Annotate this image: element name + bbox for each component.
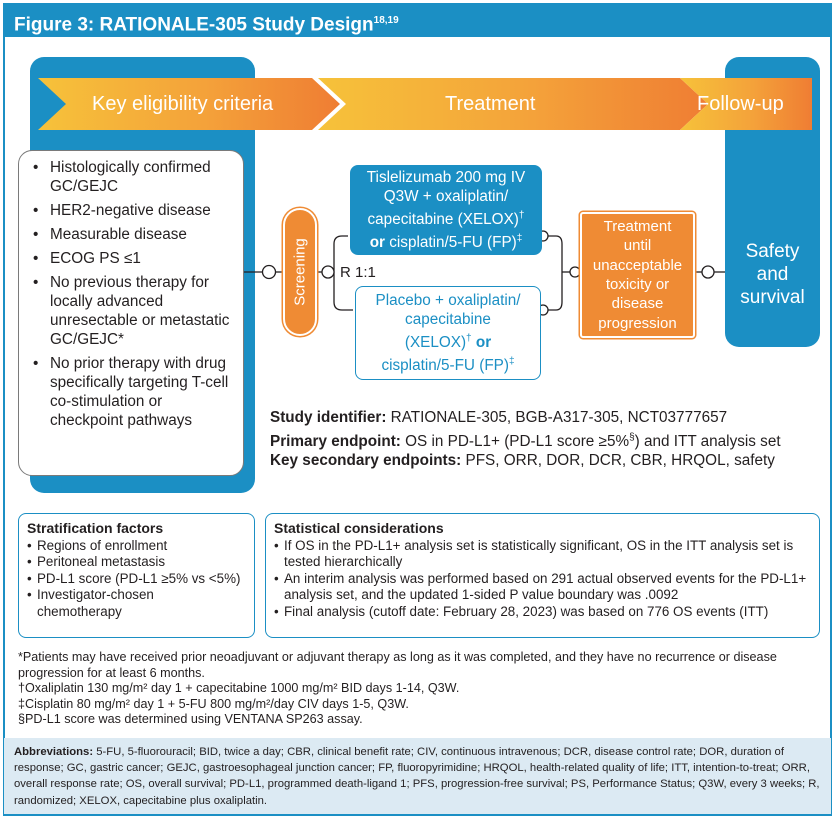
footnote: †Oxaliplatin 130 mg/m² day 1 + capecitab…: [18, 681, 460, 696]
secondary-endpoints: Key secondary endpoints: PFS, ORR, DOR, …: [270, 452, 775, 470]
primary-endpoint: Primary endpoint: OS in PD-L1+ (PD-L1 sc…: [270, 431, 781, 450]
eligibility-list: Histologically confirmed GC/GEJC HER2-ne…: [33, 158, 238, 435]
connector-to-experimental: [333, 235, 348, 272]
connector-to-control: [333, 272, 353, 311]
stratification-item: Peritoneal metastasis: [27, 554, 249, 571]
statistical-list: If OS in the PD-L1+ analysis set is stat…: [274, 538, 816, 620]
phase-treatment-label: Treatment: [445, 93, 536, 115]
chevron-eligibility: [38, 78, 340, 130]
statistical-item: Final analysis (cutoff date: February 28…: [274, 604, 816, 621]
abbreviations: Abbreviations: 5-FU, 5-fluorouracil; BID…: [4, 738, 831, 814]
experimental-arm-box: Tislelizumab 200 mg IV Q3W + oxaliplatin…: [350, 165, 542, 255]
stratification-item: Investigator-chosen chemotherapy: [27, 587, 167, 620]
randomization-label: R 1:1: [340, 264, 376, 281]
footnote: *Patients may have received prior neoadj…: [18, 650, 777, 680]
eligibility-item: Measurable disease: [33, 225, 238, 244]
statistical-box: [265, 513, 820, 638]
followup-outcome: Safety and survival: [740, 241, 805, 308]
stratification-list: Regions of enrollment Peritoneal metasta…: [27, 538, 249, 620]
figure-title: Figure 3: RATIONALE-305 Study Design18,1…: [4, 4, 831, 37]
node-randomization: [321, 265, 335, 279]
screening-label: Screening: [291, 238, 309, 306]
footnote: ‡Cisplatin 80 mg/m² day 1 + 5-FU 800 mg/…: [18, 696, 409, 711]
study-identifier: Study identifier: RATIONALE-305, BGB-A31…: [270, 409, 728, 426]
chevron-followup: [680, 78, 812, 130]
screening-pill: [283, 208, 317, 336]
node-merge: [569, 266, 581, 278]
chevron-treatment: [318, 78, 708, 130]
statistical-item: If OS in the PD-L1+ analysis set is stat…: [274, 538, 816, 571]
eligibility-item: HER2-negative disease: [33, 201, 238, 220]
node-followup: [701, 265, 715, 279]
treatment-continuation-box: Treatment until unacceptable toxicity or…: [580, 212, 695, 338]
statistical-item: An interim analysis was performed based …: [274, 571, 816, 604]
stratification-title: Stratification factors: [27, 520, 164, 536]
eligibility-item: No prior therapy with drug specifically …: [33, 354, 238, 430]
footnote: §PD-L1 score was determined using VENTAN…: [18, 712, 363, 727]
node-eligibility: [261, 264, 277, 280]
study-info: Study identifier: RATIONALE-305, BGB-A31…: [270, 408, 830, 471]
statistical-title: Statistical considerations: [274, 520, 444, 536]
phase-followup-label: Follow-up: [697, 93, 784, 115]
footnotes: *Patients may have received prior neoadj…: [18, 650, 823, 728]
phase-eligibility-label: Key eligibility criteria: [92, 93, 274, 115]
control-arm-box: Placebo + oxaliplatin/ capecitabine (XEL…: [355, 286, 541, 380]
stratification-box: [18, 513, 255, 638]
eligibility-item: ECOG PS ≤1: [33, 249, 238, 268]
stratification-item: PD-L1 score (PD-L1 ≥5% vs <5%): [27, 571, 249, 588]
eligibility-item: Histologically confirmed GC/GEJC: [33, 158, 238, 196]
eligibility-item: No previous therapy for locally advanced…: [33, 273, 238, 349]
stratification-item: Regions of enrollment: [27, 538, 249, 555]
connector-arms-merge: [548, 235, 563, 311]
